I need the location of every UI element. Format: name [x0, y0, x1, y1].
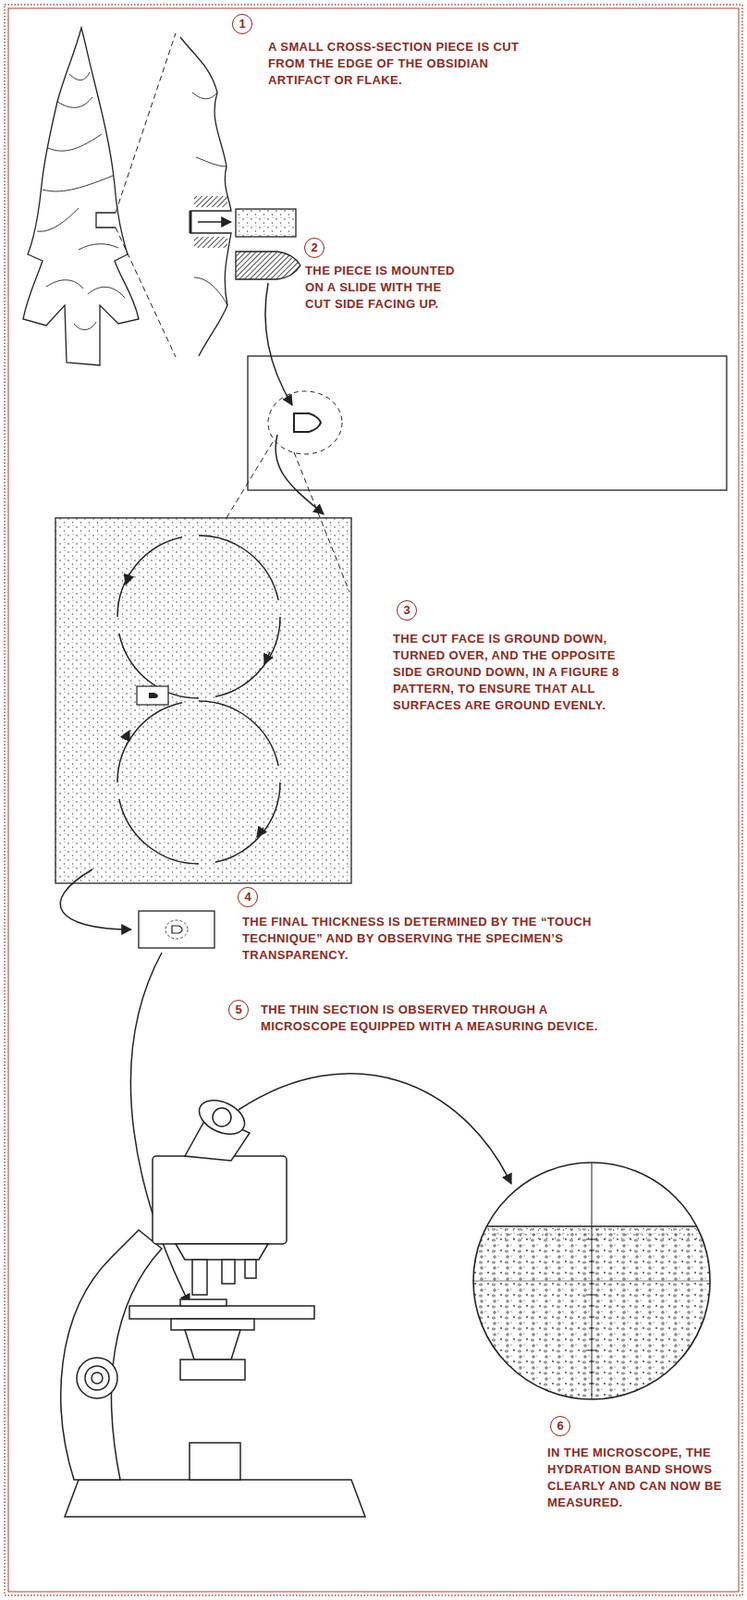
callout-number: 6 [550, 1415, 571, 1436]
step-caption: THE FINAL THICKNESS IS DETERMINED BY THE… [242, 913, 668, 964]
callout-number: 2 [304, 237, 325, 258]
callout-number: 3 [396, 600, 417, 621]
step-caption: THE CUT FACE IS GROUND DOWN, TURNED OVER… [392, 630, 629, 714]
callout-number: 5 [228, 999, 249, 1020]
step-caption: A SMALL CROSS-SECTION PIECE IS CUT FROM … [268, 38, 523, 89]
step-caption: THE THIN SECTION IS OBSERVED THROUGH A M… [260, 1001, 603, 1035]
step-caption: THE PIECE IS MOUNTED ON A SLIDE WITH THE… [305, 262, 467, 313]
callout-number: 1 [232, 13, 253, 35]
step-caption: IN THE MICROSCOPE, THE HYDRATION BAND SH… [547, 1444, 733, 1511]
callout-number: 4 [237, 886, 258, 907]
